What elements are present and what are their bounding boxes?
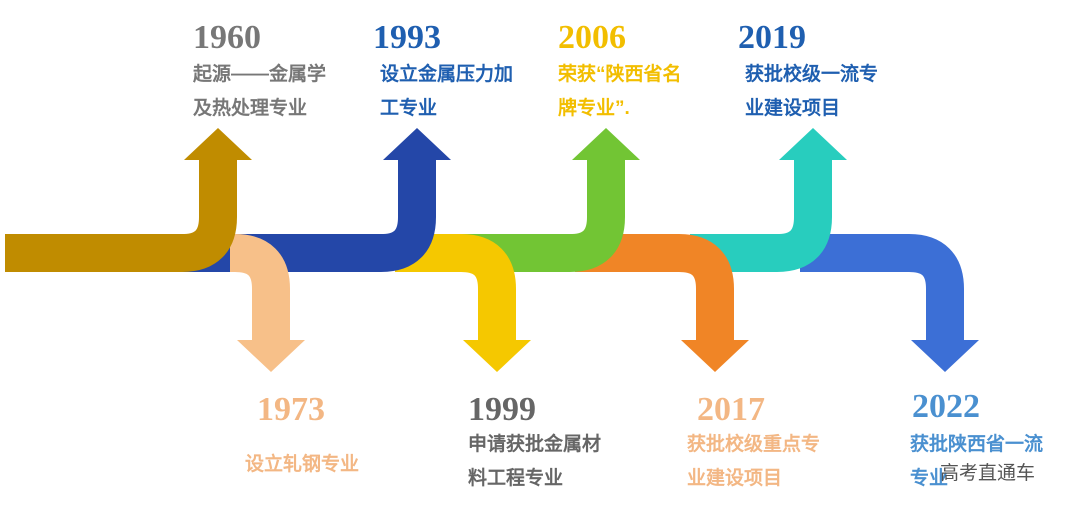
arrow-shaft-1973: [230, 234, 290, 340]
desc-1993: 设立金属压力加工专业: [380, 64, 514, 119]
watermark: 高考直通车: [940, 463, 1036, 484]
arrow-head-1993: [383, 128, 451, 160]
arrow-shaft-1960: [5, 160, 237, 272]
year-2022: 2022: [912, 388, 980, 425]
arrow-head-1960: [184, 128, 252, 160]
arrow-head-2019: [779, 128, 847, 160]
arrow-shaft-2022: [800, 234, 964, 340]
arrow-shaft-2019: [690, 160, 832, 272]
year-1973: 1973: [257, 391, 325, 428]
arrow-head-2017: [681, 340, 749, 372]
arrow-head-1999: [463, 340, 531, 372]
desc-2019: 获批校级一流专业建设项目: [745, 64, 879, 119]
year-2006: 2006: [558, 19, 626, 56]
arrow-shaft-2017: [575, 234, 734, 340]
desc-1960: 起源——金属学及热处理专业: [193, 64, 327, 119]
year-2019: 2019: [738, 19, 806, 56]
arrow-shaft-1999: [395, 234, 516, 340]
arrow-shaft-2006: [460, 160, 625, 272]
year-1999: 1999: [468, 391, 536, 428]
desc-2017: 获批校级重点专业建设项目: [687, 434, 821, 489]
arrow-shaft-1993: [90, 160, 436, 272]
desc-1973: 设立轧钢专业: [245, 454, 360, 475]
year-1960: 1960: [193, 19, 261, 56]
desc-1999: 申请获批金属材料工程专业: [468, 434, 602, 489]
year-2017: 2017: [697, 391, 765, 428]
arrow-head-2022: [911, 340, 979, 372]
arrow-head-2006: [572, 128, 640, 160]
desc-2022: 获批陕西省一流专业: [910, 434, 1044, 489]
desc-2006: 荣获“陕西省名牌专业”.: [558, 64, 682, 119]
arrow-head-1973: [237, 340, 305, 372]
year-1993: 1993: [373, 19, 441, 56]
